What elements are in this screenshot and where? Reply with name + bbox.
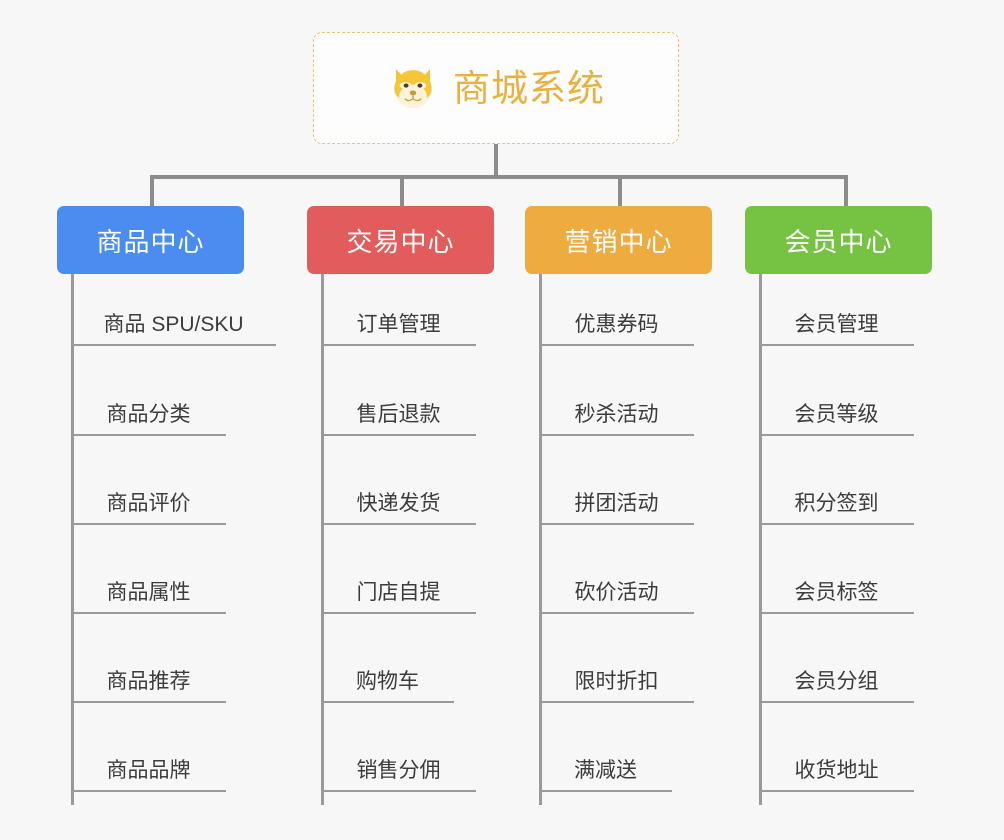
leaf-item-2-2[interactable]: 拼团活动 — [539, 479, 694, 525]
shiba-dog-face-icon — [394, 69, 432, 109]
leaf-label-2-5: 满减送 — [574, 759, 637, 782]
trunk-1 — [321, 274, 324, 805]
leaf-label-0-2: 商品评价 — [106, 492, 191, 515]
trunk-2 — [539, 274, 542, 805]
root-title: 商城系统 — [453, 67, 605, 109]
leaf-label-3-3: 会员标签 — [794, 581, 879, 604]
leaf-item-3-3[interactable]: 会员标签 — [759, 568, 914, 614]
leaf-item-0-3[interactable]: 商品属性 — [71, 568, 226, 614]
leaf-item-2-0[interactable]: 优惠券码 — [539, 300, 694, 346]
leaf-item-0-2[interactable]: 商品评价 — [71, 479, 226, 525]
leaf-item-1-4[interactable]: 购物车 — [321, 657, 454, 703]
leaf-label-0-1: 商品分类 — [106, 403, 191, 426]
leaf-label-3-1: 会员等级 — [794, 403, 879, 426]
connector-drop-2 — [400, 175, 404, 208]
leaf-label-2-0: 优惠券码 — [574, 313, 659, 336]
connector-drop-3 — [618, 175, 622, 208]
leaf-label-3-5: 收货地址 — [794, 759, 879, 782]
leaf-item-2-5[interactable]: 满减送 — [539, 746, 672, 792]
leaf-item-2-4[interactable]: 限时折扣 — [539, 657, 694, 703]
leaf-label-2-1: 秒杀活动 — [574, 403, 659, 426]
connector-drop-1 — [150, 175, 154, 208]
connector-horizontal-bus — [150, 175, 846, 179]
leaf-label-3-0: 会员管理 — [794, 313, 879, 336]
category-box-3[interactable]: 会员中心 — [745, 206, 932, 274]
category-box-2[interactable]: 营销中心 — [525, 206, 712, 274]
leaf-label-1-4: 购物车 — [356, 670, 419, 693]
leaf-label-0-4: 商品推荐 — [106, 670, 191, 693]
leaf-label-0-3: 商品属性 — [106, 581, 191, 604]
leaf-item-1-1[interactable]: 售后退款 — [321, 390, 476, 436]
leaf-label-0-0: 商品 SPU/SKU — [103, 313, 244, 336]
leaf-item-1-5[interactable]: 销售分佣 — [321, 746, 476, 792]
leaf-item-0-0[interactable]: 商品 SPU/SKU — [71, 300, 276, 346]
leaf-item-3-0[interactable]: 会员管理 — [759, 300, 914, 346]
leaf-label-1-5: 销售分佣 — [356, 759, 441, 782]
category-label-2: 营销中心 — [564, 226, 673, 257]
root-node-shop-system[interactable]: 商城系统 — [313, 32, 679, 144]
category-label-3: 会员中心 — [784, 226, 893, 257]
leaf-item-1-3[interactable]: 门店自提 — [321, 568, 476, 614]
leaf-item-0-1[interactable]: 商品分类 — [71, 390, 226, 436]
connector-drop-4 — [844, 175, 848, 208]
leaf-label-1-2: 快递发货 — [356, 492, 441, 515]
leaf-item-3-2[interactable]: 积分签到 — [759, 479, 914, 525]
leaf-item-0-4[interactable]: 商品推荐 — [71, 657, 226, 703]
leaf-label-0-5: 商品品牌 — [106, 759, 191, 782]
category-box-1[interactable]: 交易中心 — [307, 206, 494, 274]
trunk-0 — [71, 274, 74, 805]
leaf-item-2-1[interactable]: 秒杀活动 — [539, 390, 694, 436]
leaf-label-2-4: 限时折扣 — [574, 670, 659, 693]
leaf-label-3-2: 积分签到 — [794, 492, 879, 515]
leaf-item-1-0[interactable]: 订单管理 — [321, 300, 476, 346]
connector-root-stub — [494, 144, 498, 177]
leaf-item-2-3[interactable]: 砍价活动 — [539, 568, 694, 614]
leaf-item-3-1[interactable]: 会员等级 — [759, 390, 914, 436]
leaf-item-3-5[interactable]: 收货地址 — [759, 746, 914, 792]
leaf-item-3-4[interactable]: 会员分组 — [759, 657, 914, 703]
trunk-3 — [759, 274, 762, 805]
leaf-label-2-2: 拼团活动 — [574, 492, 659, 515]
leaf-label-1-3: 门店自提 — [356, 581, 441, 604]
leaf-label-1-0: 订单管理 — [356, 313, 441, 336]
leaf-label-1-1: 售后退款 — [356, 403, 441, 426]
leaf-item-0-5[interactable]: 商品品牌 — [71, 746, 226, 792]
category-label-0: 商品中心 — [96, 226, 205, 257]
leaf-label-3-4: 会员分组 — [794, 670, 879, 693]
category-label-1: 交易中心 — [346, 226, 455, 257]
leaf-item-1-2[interactable]: 快递发货 — [321, 479, 476, 525]
category-box-0[interactable]: 商品中心 — [57, 206, 244, 274]
leaf-label-2-3: 砍价活动 — [574, 581, 659, 604]
